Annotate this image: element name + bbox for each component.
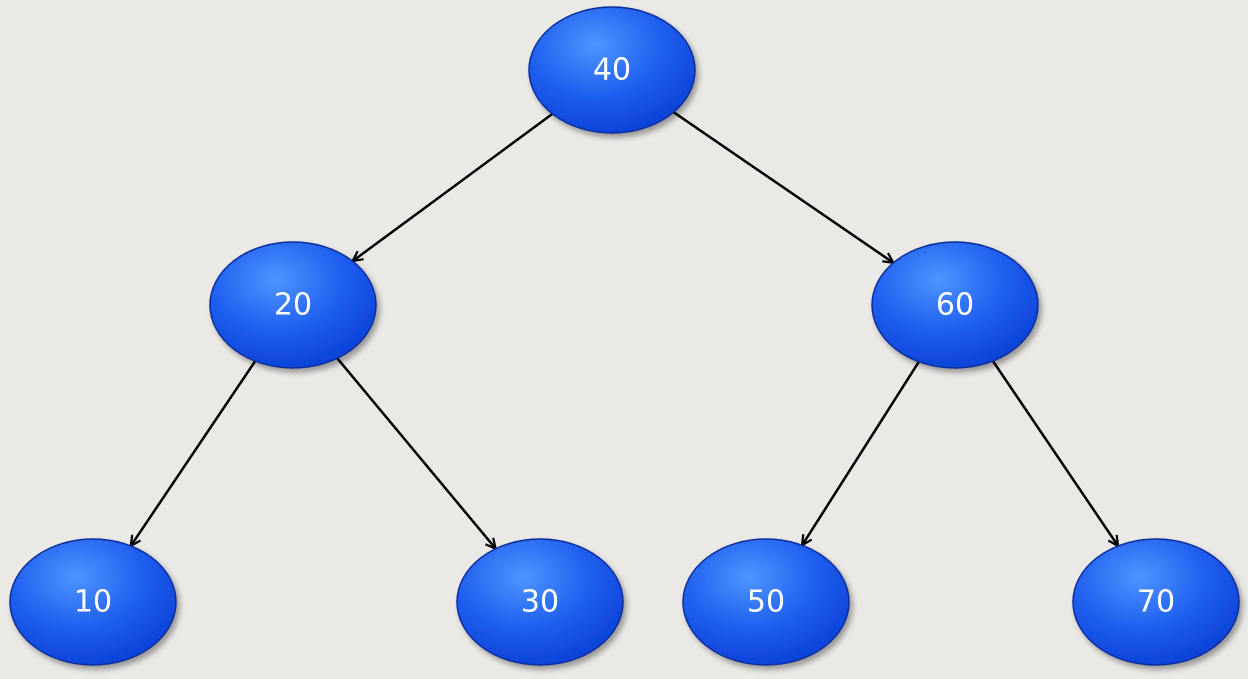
tree-node-40: 40 [528, 6, 696, 134]
tree-node-70: 70 [1072, 538, 1240, 666]
node-label: 60 [936, 288, 974, 323]
node-label: 30 [521, 585, 559, 620]
edge-40-to-20 [353, 112, 554, 261]
node-shape [9, 538, 177, 666]
node-shape [871, 241, 1039, 369]
nodes: 40 20 60 10 30 50 70 [9, 6, 1240, 666]
edge-60-to-70 [991, 360, 1118, 546]
edge-20-to-10 [131, 360, 257, 546]
tree-node-10: 10 [9, 538, 177, 666]
node-label: 50 [747, 585, 785, 620]
edge-60-to-50 [802, 361, 920, 546]
node-shape [682, 538, 850, 666]
node-shape [1072, 538, 1240, 666]
tree-node-50: 50 [682, 538, 850, 666]
node-shape [528, 6, 696, 134]
edges [131, 111, 1118, 549]
tree-node-30: 30 [456, 538, 624, 666]
node-label: 70 [1137, 585, 1175, 620]
tree-node-60: 60 [871, 241, 1039, 369]
edge-20-to-30 [336, 357, 495, 548]
node-label: 20 [274, 288, 312, 323]
node-label: 40 [593, 53, 631, 88]
node-shape [456, 538, 624, 666]
tree-node-20: 20 [209, 241, 377, 369]
node-label: 10 [74, 585, 112, 620]
edge-40-to-60 [672, 111, 894, 263]
node-shape [209, 241, 377, 369]
